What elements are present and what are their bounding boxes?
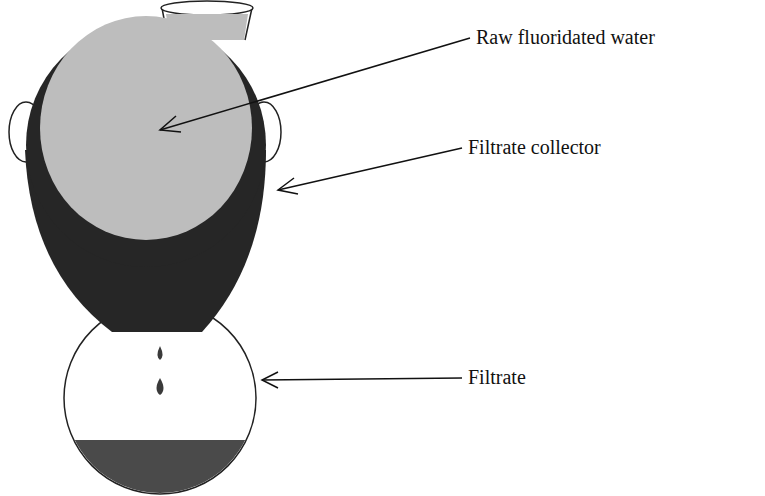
filtrate-drops xyxy=(157,346,164,395)
water-label: Raw fluoridated water xyxy=(474,26,657,48)
filtrate-label: Filtrate xyxy=(466,366,528,388)
collector-label: Filtrate collector xyxy=(466,136,603,158)
leader-arrows xyxy=(160,38,470,388)
clay-pot xyxy=(9,1,281,332)
